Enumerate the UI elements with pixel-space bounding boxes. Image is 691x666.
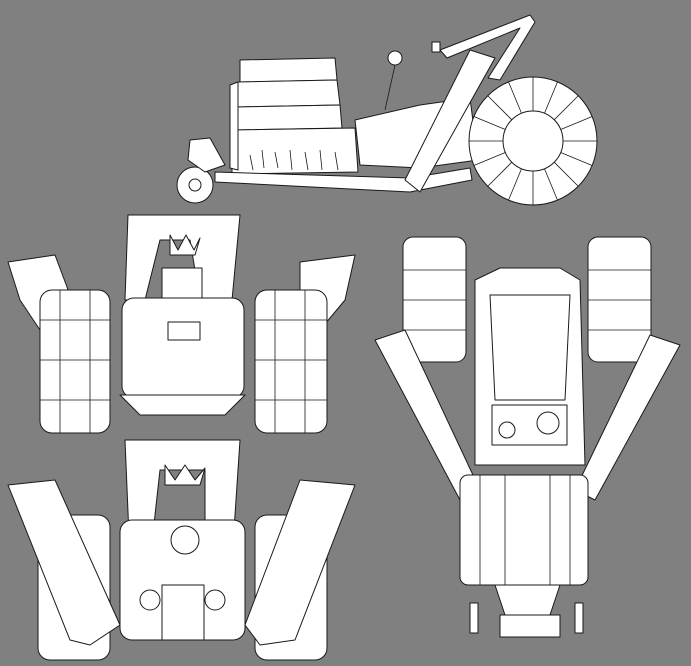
- roll-bar: [439, 14, 536, 81]
- top-view: [374, 236, 681, 638]
- rear-wheel: [468, 76, 598, 206]
- side-view: [176, 14, 598, 206]
- back-view: [7, 439, 356, 661]
- steering-wheel: [384, 41, 441, 111]
- arm: [404, 49, 496, 193]
- front-view: [7, 214, 356, 434]
- front-wheel: [176, 137, 226, 204]
- engine-block: [229, 57, 359, 175]
